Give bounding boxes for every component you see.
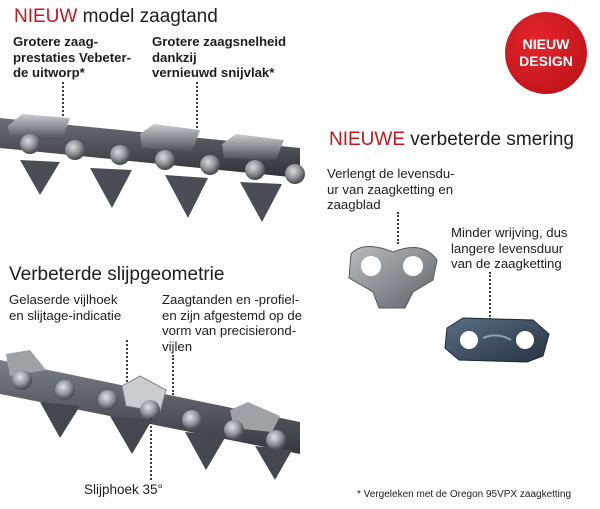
- pointer-line: [172, 355, 174, 395]
- cutter-teeth: [8, 114, 284, 160]
- pointer-line: [150, 418, 152, 480]
- pointer-line: [489, 272, 491, 320]
- section3-heading: Verbeterde slijpgeometrie: [9, 264, 225, 285]
- label-file-angle: Slijphoek 35°: [84, 482, 163, 497]
- label-longer-life: Verlengt de levensdu- ur van zaagketting…: [327, 166, 455, 212]
- section2-heading: NIEUWE verbeterde smering: [329, 129, 574, 151]
- pointer-line: [196, 82, 198, 132]
- badge-line1: NIEUW: [522, 36, 570, 52]
- section1-heading-rest: model zaagtand: [77, 6, 218, 27]
- drive-links: [20, 160, 282, 222]
- pointer-line: [397, 212, 399, 244]
- footnote: * Vergeleken met de Oregon 95VPX zaagket…: [357, 489, 572, 500]
- rivets: [12, 370, 286, 450]
- side-link-blue: [444, 317, 550, 363]
- drive-links: [40, 402, 292, 480]
- new-design-badge: NIEUW DESIGN: [505, 12, 587, 94]
- section1-heading-accent: NIEUW: [14, 6, 78, 27]
- section2-heading-rest: verbeterde smering: [405, 129, 574, 150]
- pointer-line: [62, 82, 64, 120]
- chain-body: [0, 114, 305, 222]
- rivets: [20, 134, 305, 184]
- label-laser-file-angle: Gelaserde vijlhoek en slijtage-indicatie: [9, 292, 122, 323]
- section1-heading: NIEUW model zaagtand: [14, 6, 218, 28]
- saw-chain-illustration: [0, 114, 305, 222]
- label-higher-cutting-speed: Grotere zaagsnelheid dankzij vernieuwd s…: [152, 34, 287, 80]
- chain-body: [0, 350, 300, 480]
- label-precision-files: Zaagtanden en -profiel- en zijn afgestem…: [162, 292, 303, 354]
- saw-chain-illustration: [0, 350, 300, 480]
- section2-heading-accent: NIEUWE: [329, 129, 405, 150]
- pointer-line: [126, 340, 128, 390]
- side-link-grey: [348, 246, 438, 309]
- badge-line2: DESIGN: [519, 53, 573, 69]
- label-less-friction: Minder wrijving, dus langere levensduur …: [451, 225, 568, 271]
- label-better-ejection: Grotere zaag- prestaties Vebeter- de uit…: [13, 34, 132, 80]
